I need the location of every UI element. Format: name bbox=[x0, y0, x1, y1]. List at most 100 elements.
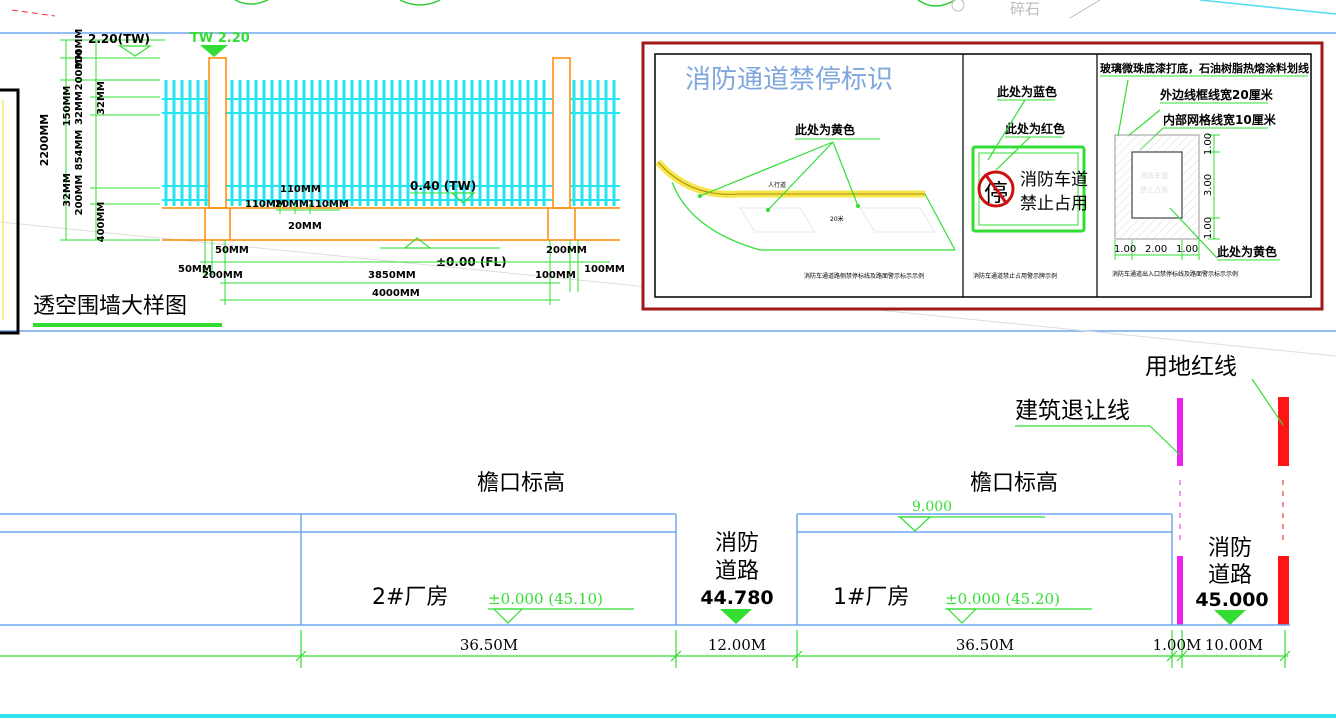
sdim-2: 36.50M bbox=[956, 636, 1014, 654]
road1-line2: 道路 bbox=[715, 559, 759, 584]
level-marker-icon bbox=[118, 45, 152, 57]
section-dims: 36.50M 12.00M 36.50M 1.00M 10.00M bbox=[460, 636, 1263, 654]
sdim-1: 12.00M bbox=[708, 636, 766, 654]
sign-panel-1: 人行道 20米 此处为黄色 消防车通道路侧禁停标线及路面警示标示示例 bbox=[655, 122, 956, 280]
eave-label-2: 檐口标高 bbox=[970, 471, 1058, 496]
red-line-marker-lower bbox=[1278, 556, 1289, 625]
road2-level: 45.000 bbox=[1195, 589, 1268, 611]
fence-vertical-dims: 300MM 200MM 32MM 150MM 32MM 854MM 32MM 2… bbox=[62, 29, 107, 243]
panel3-inner-line: 内部网格线宽10厘米 bbox=[1163, 112, 1277, 127]
bdim-1: 50MM bbox=[178, 264, 212, 275]
bar-dim-2: 20MM bbox=[275, 199, 309, 210]
vdim-1: 200MM bbox=[74, 50, 85, 91]
wall-level-marker-icon bbox=[450, 192, 476, 204]
top-fragment: 碎石 bbox=[11, 0, 1336, 19]
faint-text-2: 禁止占用 bbox=[1140, 185, 1168, 194]
fragment-arc-3 bbox=[917, 0, 956, 7]
fire-lane-sign-panel: 消防通道禁停标识 人行道 20米 此处为黄色 消防车通道路侧禁停标线及路 bbox=[641, 41, 1324, 311]
road2-line2: 道路 bbox=[1208, 563, 1252, 588]
sdim-3: 1.00M bbox=[1153, 636, 1202, 654]
panel3-yellow-label: 此处为黄色 bbox=[1217, 244, 1277, 259]
bar-dim-0: 110MM bbox=[280, 184, 321, 195]
panel2-caption: 消防车通道禁止占用警示牌示例 bbox=[973, 272, 1057, 280]
entrance-inner-box bbox=[1131, 151, 1183, 219]
bdim-7: 4000MM bbox=[372, 288, 420, 299]
fence-top-label-left: 2.20(TW) bbox=[88, 32, 150, 46]
panel3-dim-lines bbox=[1114, 134, 1220, 260]
warning-sign-frame bbox=[971, 145, 1086, 233]
sidewalk-text: 人行道 bbox=[768, 181, 786, 189]
bdim-2: 200MM bbox=[202, 270, 243, 281]
road1-level-marker-icon bbox=[720, 609, 752, 624]
eave-level-marker-icon bbox=[898, 516, 932, 532]
sign-line-2: 禁止占用 bbox=[1020, 194, 1088, 214]
road2-level-marker-icon bbox=[1214, 610, 1246, 625]
sign-panel-2: 此处为蓝色 此处为红色 停 消防车道 禁止占用 消防车通道禁止占用警示牌示例 bbox=[971, 84, 1088, 280]
gravel-symbol-icon bbox=[951, 0, 965, 12]
sign-outer-border bbox=[641, 41, 1324, 311]
fence-overall-height: 2200MM bbox=[38, 114, 51, 167]
vdim-7: 200MM bbox=[74, 175, 85, 216]
sdim-4: 10.00M bbox=[1205, 636, 1263, 654]
panel2-red-label: 此处为红色 bbox=[1005, 121, 1065, 136]
bdim-4: 200MM bbox=[546, 245, 587, 256]
level-marker-solid-icon bbox=[200, 45, 228, 57]
road2-line1: 消防 bbox=[1208, 536, 1252, 561]
fragment-red-dash bbox=[11, 9, 56, 17]
bdim-6: 100MM bbox=[584, 264, 625, 275]
eave-level: 9.000 bbox=[912, 499, 952, 515]
vdim-8: 400MM bbox=[96, 202, 107, 243]
sdim-0: 36.50M bbox=[460, 636, 518, 654]
fence-rails bbox=[162, 98, 620, 201]
panel1-leaders bbox=[699, 141, 859, 211]
building2-label: 2#厂房 bbox=[372, 585, 448, 610]
fragment-cyan-line bbox=[1199, 0, 1336, 15]
bar-dim-3: 110MM bbox=[308, 199, 349, 210]
fence-posts bbox=[208, 57, 571, 209]
fence-detail-title: 透空围墙大样图 bbox=[33, 294, 187, 319]
left-frame-border bbox=[0, 88, 20, 335]
p3-hdim-2: 1.00 bbox=[1176, 244, 1198, 255]
panel3-caption: 消防车通道出入口禁停标线及路面警示标示示例 bbox=[1112, 270, 1238, 278]
building1-label: 1#厂房 bbox=[833, 585, 909, 610]
fragment-line bbox=[1069, 0, 1101, 19]
vdim-0: 300MM bbox=[74, 29, 85, 70]
p3-hdim-0: 1.00 bbox=[1114, 244, 1136, 255]
bdim-0: 50MM bbox=[215, 245, 249, 256]
bdim-3: 3850MM bbox=[368, 270, 416, 281]
panel2-blue-label: 此处为蓝色 bbox=[997, 84, 1057, 99]
red-line-marker-upper bbox=[1278, 397, 1289, 466]
length-text: 20米 bbox=[830, 215, 844, 223]
panel1-callout: 此处为黄色 bbox=[795, 122, 855, 137]
fence-top-label-green: TW 2.20 bbox=[190, 31, 250, 46]
fence-detail: 2200MM 300MM 200MM 32MM 150MM 32MM 854MM… bbox=[33, 29, 625, 327]
building1-level-marker-icon bbox=[946, 608, 978, 624]
sign-inner-border bbox=[654, 53, 1312, 298]
fence-dim-ticks bbox=[60, 39, 165, 241]
road-edge-line bbox=[671, 181, 955, 251]
road1-line1: 消防 bbox=[715, 531, 759, 556]
fence-bottom-dim-lines bbox=[200, 240, 610, 305]
setback-label: 建筑退让线 bbox=[1015, 398, 1130, 424]
vdim-3: 150MM bbox=[62, 86, 73, 127]
fence-bar-dims: 110MM 110MM 20MM 110MM 20MM bbox=[245, 184, 349, 232]
left-frame bbox=[0, 88, 20, 335]
panel3-header: 玻璃微珠底漆打底，石油树脂热熔涂料划线 bbox=[1100, 61, 1309, 75]
site-section: 用地红线 建筑退让线 檐口标高 檐口标高 9.000 2#厂房 ±0.000 (… bbox=[0, 354, 1291, 668]
building1-level: ±0.000 (45.20) bbox=[945, 590, 1060, 608]
bdim-5: 100MM bbox=[535, 270, 576, 281]
eave-label-1: 檐口标高 bbox=[477, 471, 565, 496]
bar-dim-1: 110MM bbox=[245, 199, 286, 210]
road-pavement-marks bbox=[739, 207, 936, 233]
p3-hdim-1: 2.00 bbox=[1145, 244, 1167, 255]
panel3-dims: 1.00 3.00 1.00 1.00 2.00 1.00 bbox=[1114, 133, 1214, 255]
road1-level: 44.780 bbox=[700, 587, 773, 609]
fragment-arc-2 bbox=[399, 0, 441, 6]
fence-bottom-dims: 50MM 50MM 200MM 3850MM 200MM 100MM 100MM… bbox=[178, 245, 625, 299]
p3-vdim-0: 1.00 bbox=[1203, 133, 1214, 155]
section-dim-line bbox=[0, 630, 1291, 668]
sign-line-1: 消防车道 bbox=[1020, 170, 1088, 190]
wall-level-label: 0.40 (TW) bbox=[410, 179, 476, 193]
faint-text-1: 消防车道 bbox=[1140, 171, 1168, 180]
